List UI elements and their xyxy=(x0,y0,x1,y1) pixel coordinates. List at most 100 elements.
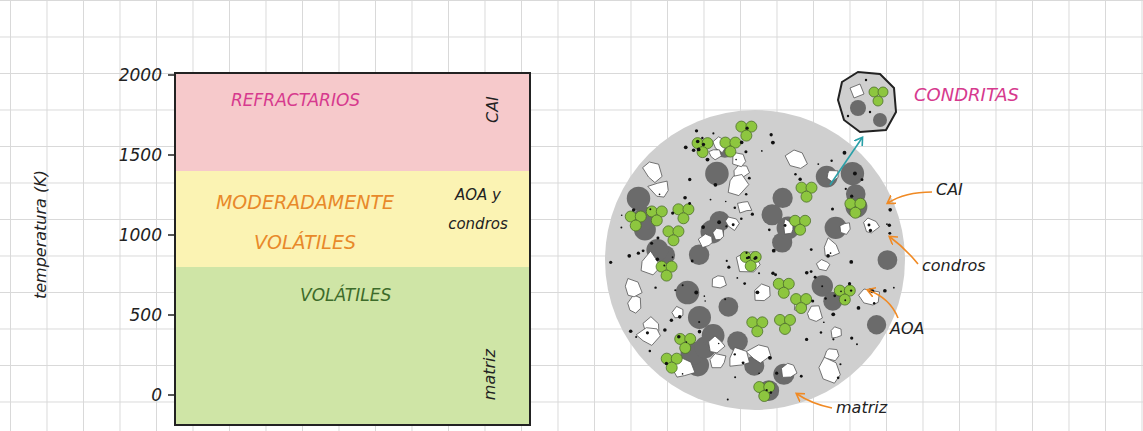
matrix-dot xyxy=(888,232,891,235)
matrix-dot xyxy=(734,206,737,209)
cai-grain xyxy=(816,260,830,271)
particles xyxy=(609,121,897,401)
matrix-dot xyxy=(642,249,645,252)
aoa-grain xyxy=(685,333,696,344)
matrix-dot xyxy=(710,199,712,201)
matrix-dot xyxy=(688,202,691,205)
matrix-dot xyxy=(702,143,705,146)
matrix-dot xyxy=(856,343,858,345)
cai-grain xyxy=(628,295,641,313)
matrix-dot xyxy=(830,160,832,162)
matrix-dot xyxy=(883,289,887,293)
matrix-dot xyxy=(646,331,649,334)
chondrule xyxy=(705,162,729,186)
band-text: matriz xyxy=(480,349,499,400)
matrix-dot xyxy=(656,258,659,261)
matrix-dot xyxy=(753,257,756,260)
matrix-dot xyxy=(684,145,688,149)
leader-lines xyxy=(797,192,932,408)
matrix-dot xyxy=(725,225,727,227)
tick-label: 500 xyxy=(130,305,162,325)
matrix-dot xyxy=(701,137,703,139)
matrix-dot xyxy=(670,319,673,322)
matrix-dot xyxy=(694,290,698,294)
chondrule xyxy=(676,281,700,305)
matrix-dot xyxy=(656,237,659,240)
matrix-dot xyxy=(688,178,691,181)
matrix-dot xyxy=(609,261,612,264)
chondrule xyxy=(816,166,838,188)
matrix-dot xyxy=(659,194,661,196)
matrix-dot xyxy=(692,148,696,152)
matrix-dot xyxy=(695,129,698,132)
cai-grain xyxy=(636,328,660,346)
matrix-dot xyxy=(649,208,651,210)
matrix-dot xyxy=(629,329,633,333)
matrix-dot xyxy=(635,336,637,338)
matrix-dot xyxy=(701,225,705,229)
matrix-dot xyxy=(810,270,813,273)
chondrule xyxy=(718,297,738,317)
matrix-dot xyxy=(833,294,836,297)
matrix-dot xyxy=(840,290,842,292)
matrix-dot xyxy=(747,256,750,259)
matrix-dot xyxy=(849,260,853,264)
refractory-band: REFRACTARIOS CAI xyxy=(176,74,529,171)
band-text: REFRACTARIOS xyxy=(231,90,360,110)
chondrite-section xyxy=(605,110,905,410)
cai-grain xyxy=(864,218,880,233)
matrix-dot xyxy=(821,285,823,287)
matrix-dot xyxy=(844,299,846,301)
matrix-dot xyxy=(696,140,700,144)
matrix-dot xyxy=(712,132,714,134)
cai-grain xyxy=(709,336,726,353)
band-text: MODERADAMENTE VOLÁTILES xyxy=(190,183,420,263)
aoa-grain xyxy=(630,220,641,231)
aoa-grain xyxy=(839,294,850,305)
aoa-grain xyxy=(752,326,763,337)
matrix-dot xyxy=(672,256,674,258)
matrix-dot xyxy=(697,147,701,151)
aoa-grain xyxy=(668,235,679,246)
cai-grain xyxy=(698,234,712,248)
aoa-grain xyxy=(759,391,770,402)
chondrule xyxy=(867,315,886,334)
matrix-dot xyxy=(740,141,744,145)
aoa-grain xyxy=(850,207,861,218)
matrix-dot xyxy=(732,223,735,226)
matrix-dot xyxy=(848,282,851,285)
matrix-dot xyxy=(826,254,830,258)
matrix-dot xyxy=(771,141,775,145)
cai-grain xyxy=(648,181,668,197)
matrix-dot xyxy=(758,372,760,374)
cai-grain xyxy=(746,345,771,363)
matrix-dot xyxy=(820,331,822,333)
matrix-dot xyxy=(718,343,720,345)
matrix-dot xyxy=(886,223,888,225)
matrix-dot xyxy=(734,376,736,378)
matrix-dot xyxy=(744,150,747,153)
matrix-dot xyxy=(766,389,768,391)
cai-grain xyxy=(625,279,642,297)
cai-grain xyxy=(672,306,683,317)
matrix-dot xyxy=(677,335,681,339)
axis-title: temperatura (K) xyxy=(30,171,49,300)
matrix-dot xyxy=(888,223,891,226)
matrix-dot xyxy=(811,299,814,302)
matrix-dot xyxy=(704,300,706,302)
matrix-dot xyxy=(734,353,736,355)
chondrule xyxy=(627,187,650,210)
matrix-dot xyxy=(745,252,747,254)
matrix-dot xyxy=(627,254,631,258)
matrix-dot xyxy=(740,217,743,220)
band-text: CAI xyxy=(482,96,501,123)
volatile-band: VOLÁTILESmatriz xyxy=(176,267,529,424)
matrix-dot xyxy=(654,286,656,288)
aoa-grain xyxy=(779,323,790,334)
matrix-dot xyxy=(861,178,864,181)
matrix-dot xyxy=(794,173,796,175)
matrix-dot xyxy=(774,273,777,276)
cai-grain xyxy=(728,175,749,196)
matrix-dot xyxy=(698,330,702,334)
cai-grain xyxy=(755,284,770,301)
